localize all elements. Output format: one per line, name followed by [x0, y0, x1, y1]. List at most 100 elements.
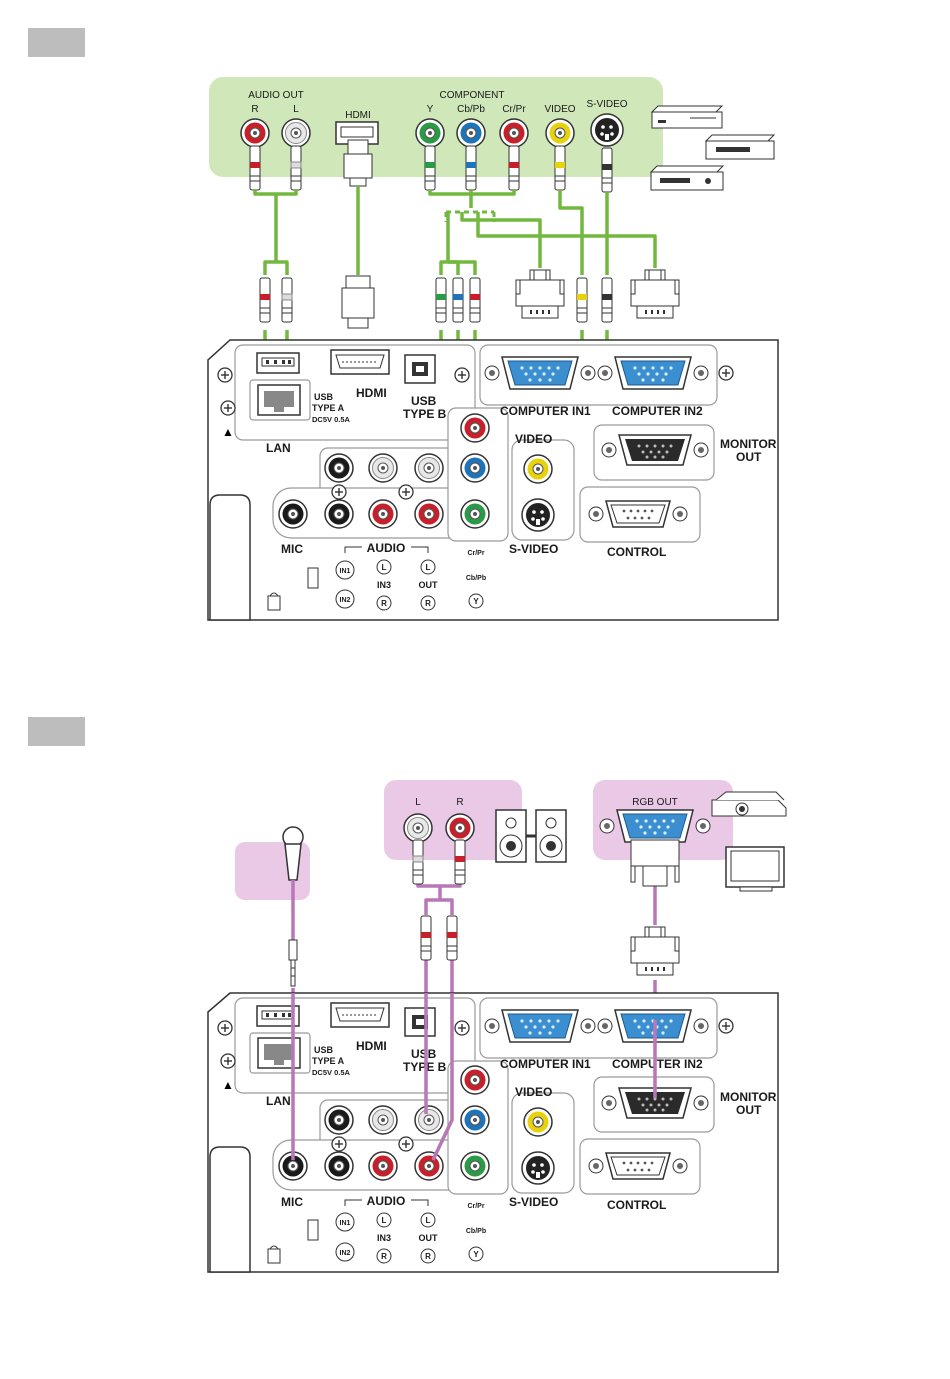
source-component-cr-jack: [499, 118, 529, 148]
source-hdmi-plug: [343, 139, 373, 187]
dvd-player-icon: [650, 105, 724, 129]
speakers-icon: [495, 809, 567, 863]
cable-vga-plug-2: [630, 269, 680, 319]
source-svideo-plug: [601, 147, 613, 193]
source-audio-r-plug: [249, 145, 261, 191]
component-cb-jack: [460, 453, 490, 483]
svg-text:Y: Y: [473, 597, 479, 606]
svg-text:Cr/Pr: Cr/Pr: [467, 550, 484, 557]
hdmi-port-2: [330, 1002, 390, 1028]
control-label: CONTROL: [607, 545, 666, 559]
svg-text:IN1: IN1: [340, 568, 351, 575]
section-marker-2: [28, 717, 85, 746]
video-label: VIDEO: [515, 1085, 552, 1099]
audio-in3-r-jack: [368, 499, 398, 529]
control-label: CONTROL: [607, 1198, 666, 1212]
audio-in1-jack: [324, 453, 354, 483]
audio-in2-jack-2: [324, 1151, 354, 1181]
usb-a-port: [256, 352, 300, 374]
source-svideo-label: S-VIDEO: [586, 99, 627, 110]
usb-b-port: [404, 354, 436, 384]
svideo-jack: [521, 498, 555, 532]
screw-icon: [220, 400, 236, 416]
source-component-y-jack: [415, 118, 445, 148]
speaker-r-jack: [445, 813, 475, 843]
computer-in1-label: COMPUTER IN1: [500, 404, 591, 418]
cable-audio-l-plug-2: [446, 915, 458, 961]
audio-in3-r-jack-2: [368, 1151, 398, 1181]
cable-comp-cb-plug: [452, 277, 464, 323]
projector-panel-1: [207, 339, 779, 621]
projector-icon: [711, 791, 787, 817]
monitor-out-label-2: OUT: [736, 1103, 762, 1117]
source-component-cb-jack: [456, 118, 486, 148]
lan-label: LAN: [266, 1094, 291, 1108]
screw-icon: [331, 1136, 347, 1152]
video-label: VIDEO: [515, 432, 552, 446]
cable-comp-y-plug: [435, 277, 447, 323]
mic-label: MIC: [281, 542, 303, 556]
svg-text:IN2: IN2: [340, 597, 351, 604]
svg-text:Cb/Pb: Cb/Pb: [466, 575, 486, 582]
triangle-icon: ▲: [222, 1078, 234, 1092]
mic-label: MIC: [281, 1195, 303, 1209]
section-marker-1: [28, 28, 85, 57]
source-comp-cb-plug: [465, 145, 477, 191]
jack-labels-1: IN1 IN2 L IN3 R L OUT R Cr/Pr Cb/Pb Y: [335, 550, 486, 611]
cable-video-plug: [576, 277, 588, 323]
usb-b-port-2: [404, 1007, 436, 1037]
monitor-out-label-2: OUT: [736, 450, 762, 464]
svg-text:Y: Y: [473, 1250, 479, 1259]
usb-a-label-2: TYPE A: [312, 403, 345, 413]
jack-labels-2: IN1 IN2 L IN3 R L OUT R Cr/Pr Cb/Pb Y: [335, 1203, 486, 1264]
audio-out-l-label: L: [293, 104, 299, 115]
screw-icon: [398, 484, 414, 500]
monitor-out-label-1: MONITOR: [720, 1090, 777, 1104]
pink-cables-overlay: [291, 993, 657, 1161]
source-video-jack: [545, 118, 575, 148]
audio-out-l-jack-2: [414, 1105, 444, 1135]
monitor-icon: [725, 846, 785, 892]
usb-a-label-1: USB: [314, 1045, 334, 1055]
hdmi-port: [330, 349, 390, 375]
vcr-icon: [704, 134, 776, 160]
svg-text:Cr/Pr: Cr/Pr: [467, 1203, 484, 1210]
svg-text:L: L: [426, 563, 431, 572]
component-cr-jack: [460, 413, 490, 443]
video-jack: [523, 454, 553, 484]
source-audio-l-jack: [281, 118, 311, 148]
screw-icon: [718, 365, 734, 381]
video-jack-2: [523, 1107, 553, 1137]
usb-b-label-1: USB: [411, 394, 437, 408]
hdmi-label: HDMI: [356, 1039, 387, 1053]
source-video-plug: [554, 145, 566, 191]
kensington-lock-icon: [267, 592, 281, 611]
svg-text:L: L: [382, 1216, 387, 1225]
mic-jack: [278, 499, 308, 529]
screw-icon: [217, 1020, 233, 1036]
component-cbpb-label: Cb/Pb: [457, 104, 485, 115]
audio-in3-l-jack: [368, 453, 398, 483]
monitor-out-label-1: MONITOR: [720, 437, 777, 451]
component-y-jack: [460, 499, 490, 529]
usb-a-label-3: DC5V 0.5A: [312, 415, 351, 424]
screw-icon: [220, 1053, 236, 1069]
screw-icon: [331, 484, 347, 500]
screw-icon: [454, 367, 470, 383]
svg-text:IN3: IN3: [377, 580, 391, 590]
recorder-icon: [649, 165, 725, 191]
svg-text:Cb/Pb: Cb/Pb: [466, 1228, 486, 1235]
svideo-jack-2: [521, 1151, 555, 1185]
svg-text:R: R: [425, 599, 431, 608]
speaker-l-jack: [403, 813, 433, 843]
source-audio-r-jack: [240, 118, 270, 148]
usb-b-label-1: USB: [411, 1047, 437, 1061]
svg-text:OUT: OUT: [419, 580, 439, 590]
hdmi-label: HDMI: [356, 386, 387, 400]
audio-label: AUDIO: [367, 541, 406, 555]
computer-in2-label: COMPUTER IN2: [612, 404, 703, 418]
svg-text:IN3: IN3: [377, 1233, 391, 1243]
source-comp-y-plug: [424, 145, 436, 191]
speaker-l-label: L: [415, 797, 421, 808]
